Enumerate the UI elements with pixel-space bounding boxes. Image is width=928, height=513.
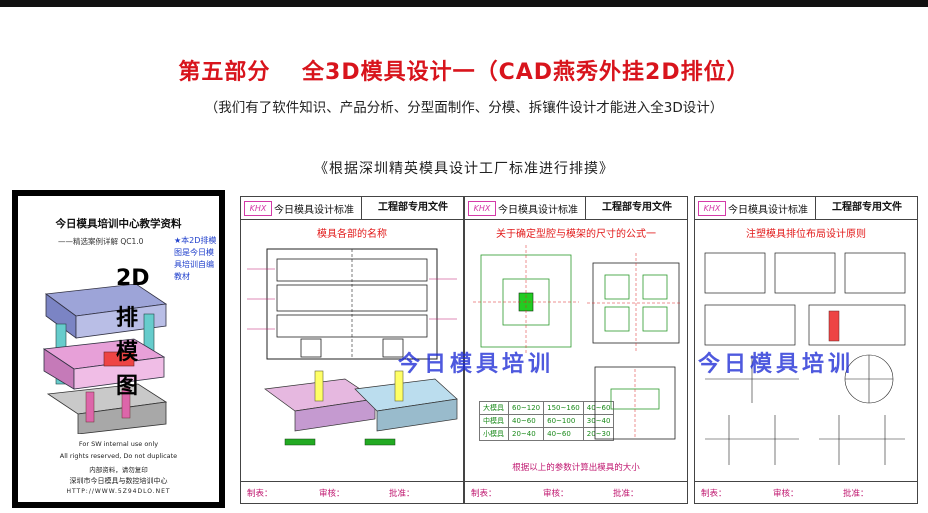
footer-approve: 批准： <box>613 489 639 499</box>
page-standard-label: 今日模具设计标准 <box>728 205 808 216</box>
page-heading: 关于确定型腔与模架的尺寸的公式一 <box>496 229 656 240</box>
cover-title: 今日模具培训中心教学资料 <box>55 218 182 230</box>
footer-review: 审核： <box>543 489 569 499</box>
section-caption: 《根据深圳精英模具设计工厂标准进行排摸》 <box>314 161 614 177</box>
page-dept-label: 工程部专用文件 <box>585 197 688 219</box>
table-row: 小模具 20~40 40~60 20~30 <box>479 427 615 441</box>
cover-note: ★本2D排模图是今日模具培训自编教材 <box>174 236 217 281</box>
size-table: 大模具 60~120 150~160 40~60 中模具 40~60 60~10… <box>479 401 615 441</box>
cover-big-text-1: 2D <box>116 266 150 291</box>
page-standard-label: 今日模具设计标准 <box>274 205 354 216</box>
footer-approve: 批准： <box>843 489 869 499</box>
mold-illustration <box>42 283 168 434</box>
cover-big-text-3: 模 <box>116 340 139 365</box>
footer-approve: 批准： <box>389 489 415 499</box>
cover-foot-3: 内部资料，请勿复印 <box>89 466 148 474</box>
cavity-layout-drawing <box>473 245 681 355</box>
page-heading: 注塑模具排位布局设计原则 <box>746 229 866 240</box>
cover-big-text-2: 排 <box>116 306 139 331</box>
book-cover: 今日模具培训中心教学资料 ——精选案例详解 QC1.0 ★本2D排模图是今日模具… <box>12 190 225 508</box>
page-dept-label: 工程部专用文件 <box>815 197 918 219</box>
gate-detail-drawing <box>594 366 676 440</box>
footer-review: 审核： <box>773 489 799 499</box>
watermark-1: 今日模具培训 <box>398 351 555 377</box>
doc-page-1: KHX 今日模具设计标准 工程部专用文件 模具各部的名称 制表： 审核： 批准： <box>240 196 464 504</box>
watermark-2: 今日模具培训 <box>698 351 855 377</box>
page-header: KHX 今日模具设计标准 工程部专用文件 <box>241 197 463 220</box>
page-title: 第五部分 全3D模具设计一（CAD燕秀外挂2D排位） <box>178 60 750 85</box>
cover-foot-1: For SW internal use only <box>78 440 159 448</box>
page-header: KHX 今日模具设计标准 工程部专用文件 <box>465 197 687 220</box>
mold-section-drawing <box>247 248 458 446</box>
page-footer: 制表： 审核： 批准： <box>695 481 917 504</box>
page-dept-label: 工程部专用文件 <box>361 197 464 219</box>
cover-foot-4: 深圳市今日模具与数控培训中心 <box>69 477 168 485</box>
table-row: 中模具 40~60 60~100 30~40 <box>479 414 615 428</box>
cover-big-text-4: 图 <box>116 374 139 399</box>
top-bar <box>0 0 928 7</box>
page-footer: 制表： 审核： 批准： <box>465 481 687 504</box>
footer-make: 制表： <box>247 489 273 499</box>
cover-url: HTTP://WWW.5Z94DLO.NET <box>66 488 171 495</box>
page-standard-label: 今日模具设计标准 <box>498 205 578 216</box>
footer-make: 制表： <box>701 489 727 499</box>
company-logo: KHX <box>698 201 726 216</box>
book-cover-inner: 今日模具培训中心教学资料 ——精选案例详解 QC1.0 ★本2D排模图是今日模具… <box>18 196 219 502</box>
page-note: 根据以上的参数计算出模具的大小 <box>512 463 640 473</box>
doc-page-3: KHX 今日模具设计标准 工程部专用文件 注塑模具排位布局设计原则 制表： 审核… <box>694 196 918 504</box>
company-logo: KHX <box>244 201 272 216</box>
cover-foot-2: All rights reserved, Do not duplicate <box>59 452 178 460</box>
page-header: KHX 今日模具设计标准 工程部专用文件 <box>695 197 917 220</box>
cover-subtitle: ——精选案例详解 QC1.0 <box>58 237 144 246</box>
company-logo: KHX <box>468 201 496 216</box>
layout-principles-drawing <box>704 252 906 465</box>
page-footer: 制表： 审核： 批准： <box>241 481 463 504</box>
footer-make: 制表： <box>471 489 497 499</box>
page-heading: 模具各部的名称 <box>317 229 387 240</box>
doc-page-2: KHX 今日模具设计标准 工程部专用文件 关于确定型腔与模架的尺寸的公式一 大模… <box>464 196 688 504</box>
page-subtitle: （我们有了软件知识、产品分析、分型面制作、分模、拆镶件设计才能进入全3D设计） <box>204 100 724 116</box>
footer-review: 审核： <box>319 489 345 499</box>
